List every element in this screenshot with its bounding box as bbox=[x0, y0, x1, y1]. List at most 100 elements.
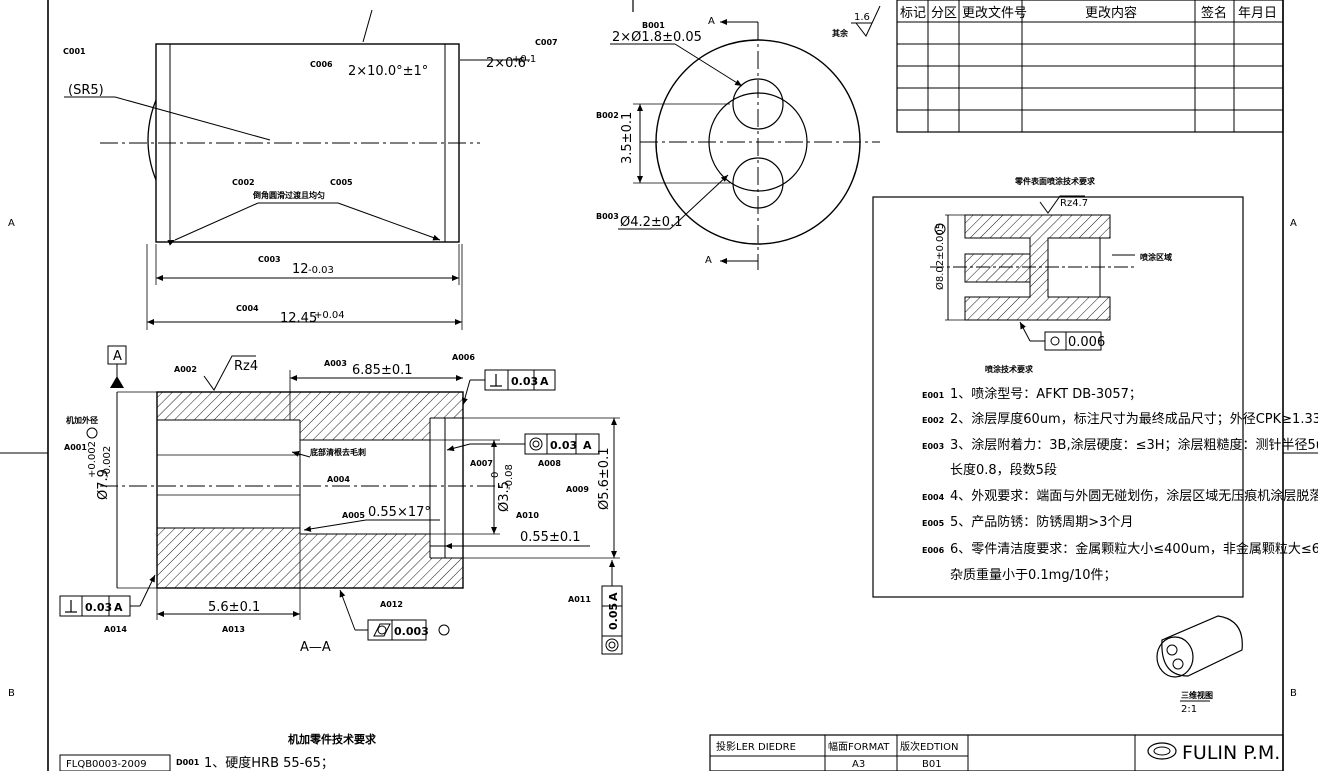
coating-item-3: 3、涂层附着力：3B,涂层硬度：≤3H；涂层粗糙度：测针半径5um，取样 bbox=[950, 437, 1318, 453]
dim-len12-tol: -0.03 bbox=[308, 265, 334, 276]
zone-label-left-a: A bbox=[8, 218, 15, 229]
rev-header-doc: 更改文件号 bbox=[962, 6, 1027, 21]
top-view: C001 C006 C007 C002 C005 C003 C004 (SR5)… bbox=[63, 9, 558, 330]
gdt-run-ref: A bbox=[607, 592, 620, 601]
coating-box-title: 零件表面喷涂技术要求 bbox=[1014, 176, 1096, 186]
edition-value: B01 bbox=[922, 759, 942, 770]
section-marker-a-bottom: A bbox=[705, 255, 712, 266]
dim-spacing: 3.5±0.1 bbox=[620, 112, 635, 164]
dim-d56: Ø5.6±0.1 bbox=[597, 448, 612, 510]
dim-d35: Ø3.5 bbox=[497, 481, 512, 512]
iso-scale: 2:1 bbox=[1181, 704, 1197, 715]
tag-e006: E006 bbox=[922, 546, 945, 555]
tag-e004: E004 bbox=[922, 493, 945, 502]
tag-c004: C004 bbox=[236, 304, 259, 313]
dim-sr5: (SR5) bbox=[68, 83, 104, 98]
tag-e002: E002 bbox=[922, 416, 944, 425]
tag-a014: A014 bbox=[104, 625, 127, 634]
zone-label-right-b: B bbox=[1290, 688, 1297, 699]
dim-od79: Ø7.9 bbox=[96, 469, 111, 500]
dim-685: 6.85±0.1 bbox=[352, 363, 413, 378]
rev-header-sign: 签名 bbox=[1201, 5, 1227, 21]
projection-label: 投影LER DIEDRE bbox=[716, 740, 796, 753]
dim-od79-tol-dn: -0.002 bbox=[102, 446, 113, 478]
dim-holes: 2×Ø1.8±0.05 bbox=[612, 30, 702, 45]
doc-number-box: FLQB0003-2009 bbox=[59, 754, 171, 771]
tag-d001: D001 bbox=[176, 758, 200, 767]
section-view: A Ø7.9 +0.002 -0.002 机加外径 A001 A002 Rz4 … bbox=[59, 345, 623, 655]
tag-b001: B001 bbox=[642, 21, 665, 30]
title-block: 投影LER DIEDRE 幅面FORMAT A3 版次EDTION B01 FU… bbox=[709, 734, 1284, 771]
company-name: FULIN P.M. bbox=[1182, 742, 1280, 764]
note-od-machined: 机加外径 bbox=[66, 415, 98, 425]
tag-a007: A007 bbox=[470, 459, 493, 468]
dim-len1245: 12.45 bbox=[280, 311, 317, 326]
dim-angle: 2×10.0°±1° bbox=[348, 64, 428, 79]
dim-od79-tol-up: +0.002 bbox=[87, 441, 98, 478]
coating-requirements: 零件表面喷涂技术要求 Ø8.02±0.005 喷涂区域 Rz4.7 0.006 … bbox=[872, 176, 1318, 598]
tag-b003: B003 bbox=[596, 212, 619, 221]
note-deburr: 底部清根去毛刺 bbox=[309, 447, 366, 457]
dim-chamfer: 2×0.6 bbox=[486, 56, 526, 71]
roughness-label: 其余 bbox=[832, 28, 849, 38]
dim-len12: 12 bbox=[292, 262, 309, 277]
coating-item-6: 6、零件清洁度要求：金属颗粒大小≤400um，非金属颗粒大≤600um， bbox=[950, 541, 1318, 557]
tag-a009: A009 bbox=[566, 485, 589, 494]
doc-number: FLQB0003-2009 bbox=[66, 759, 147, 770]
machining-notes: 机加零件技术要求 D001 1、硬度HRB 55-65； bbox=[176, 732, 377, 771]
gdt-conc-ref: A bbox=[583, 439, 592, 452]
general-roughness-symbol: 1.6 其余 bbox=[832, 5, 881, 38]
zone-label-right-a: A bbox=[1290, 218, 1297, 229]
coating-region: 喷涂区域 bbox=[1140, 252, 1172, 262]
gdt-perp-bot-ref: A bbox=[114, 601, 123, 614]
tag-c006: C006 bbox=[310, 60, 333, 69]
dim-055: 0.55±0.1 bbox=[520, 530, 581, 545]
end-view: B001 B002 B003 2×Ø1.8±0.05 3.5±0.1 Ø4.2±… bbox=[596, 16, 880, 270]
tag-a010: A010 bbox=[516, 511, 539, 520]
rz4: Rz4 bbox=[234, 359, 258, 374]
tag-a006: A006 bbox=[452, 353, 475, 362]
company-logo-icon bbox=[1147, 742, 1177, 760]
revision-table: 标记 分区 更改文件号 更改内容 签名 年月日 bbox=[896, 0, 1284, 133]
gdt-perp-top-value: 0.03 bbox=[511, 375, 538, 388]
dim-len56: 5.6±0.1 bbox=[208, 600, 260, 615]
format-value: A3 bbox=[852, 759, 865, 770]
dim-d35-tol-dn: -0.08 bbox=[504, 464, 515, 490]
tag-e001: E001 bbox=[922, 391, 945, 400]
rev-header-content: 更改内容 bbox=[1085, 5, 1137, 21]
edition-label: 版次EDTION bbox=[900, 740, 958, 753]
coating-item-2: 2、涂层厚度60um，标注尺寸为最终成品尺寸；外径CPK≥1.33 bbox=[950, 411, 1318, 427]
rev-header-zone: 分区 bbox=[931, 6, 957, 21]
tag-c007: C007 bbox=[535, 38, 558, 47]
coating-item-1: 1、喷涂型号：AFKT DB-3057； bbox=[950, 386, 1142, 402]
coating-dim: Ø8.02±0.005 bbox=[934, 223, 946, 290]
tag-c005: C005 bbox=[330, 178, 353, 187]
coating-item-5: 5、产品防锈：防锈周期>3个月 bbox=[950, 514, 1133, 530]
tag-a008: A008 bbox=[538, 459, 561, 468]
note-chamfer-smooth: 倒角圆滑过渡且均匀 bbox=[252, 190, 325, 200]
tag-a004: A004 bbox=[327, 475, 350, 484]
tag-c001: C001 bbox=[63, 47, 86, 56]
tag-a001: A001 bbox=[64, 443, 87, 452]
dim-ch055: 0.55×17° bbox=[368, 505, 431, 520]
coating-cyl: 0.006 bbox=[1068, 335, 1105, 350]
tag-a011: A011 bbox=[568, 595, 591, 604]
tag-a003: A003 bbox=[324, 359, 347, 368]
section-caption: A—A bbox=[300, 640, 331, 655]
datum-a-label: A bbox=[113, 349, 122, 364]
dim-len1245-tol: +0.04 bbox=[314, 310, 345, 321]
tag-c002: C002 bbox=[232, 178, 255, 187]
coating-subtitle: 喷涂技术要求 bbox=[985, 364, 1034, 374]
gdt-run-value: 0.05 bbox=[607, 603, 620, 630]
rev-header-mark: 标记 bbox=[900, 6, 926, 21]
tag-b002: B002 bbox=[596, 111, 619, 120]
gdt-perp-top-ref: A bbox=[540, 375, 549, 388]
tag-a005: A005 bbox=[342, 511, 365, 520]
dim-d35-tol-up: 0 bbox=[490, 472, 501, 478]
coating-rz: Rz4.7 bbox=[1060, 198, 1088, 209]
dim-chamfer-tol: +0.1 bbox=[512, 54, 536, 65]
tag-c003: C003 bbox=[258, 255, 281, 264]
coating-item-6b: 杂质重量小于0.1mg/10件； bbox=[950, 567, 1117, 583]
gdt-perp-bot-value: 0.03 bbox=[85, 601, 112, 614]
tag-e005: E005 bbox=[922, 519, 945, 528]
